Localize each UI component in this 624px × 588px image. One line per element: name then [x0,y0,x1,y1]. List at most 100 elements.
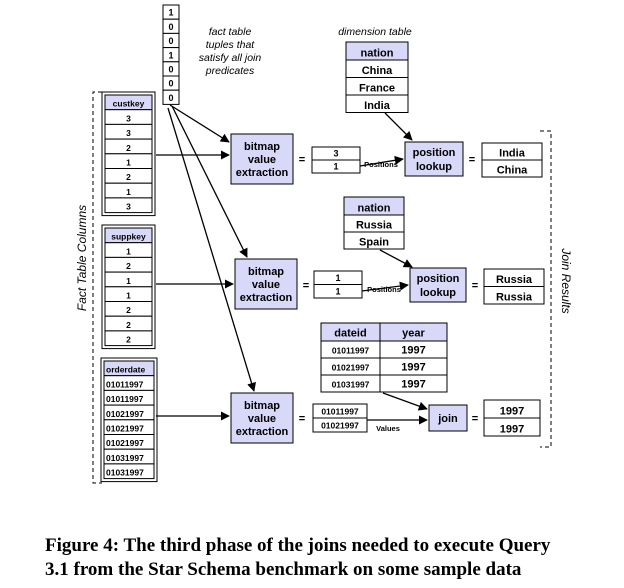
row2-extracted-positions: 11 [313,270,363,299]
extracted-value-value: 01011997 [321,407,359,417]
equals-sign: = [472,413,478,425]
values-edge-label: Values [376,424,400,433]
year-cell [379,374,448,393]
positions-to-lookup-arrow-2 [361,281,409,292]
nation-cell [345,94,409,113]
result-cell [483,417,541,437]
fact-bitmap-value: 0 [168,22,173,32]
fact-tuples-line: tuples that [206,39,256,51]
bve-label: value [248,154,276,166]
fact-tuples-line: satisfy all join [199,52,262,64]
nation-cell [343,231,405,250]
extracted-value-cell [312,417,368,433]
nation-header: nation [361,48,394,60]
bve-box-2: bitmap value extraction [234,258,298,310]
suppkey-cell [104,330,153,347]
suppkey-value: 2 [126,320,131,330]
bve-label: extraction [236,426,289,438]
extracted-position-value: 3 [333,149,338,159]
dimension-table-annotation: dimension table [338,26,412,38]
orderdate-value: 01031997 [106,468,144,478]
bitmap-to-bve2-arrow [171,105,248,258]
lookup-label: lookup [420,287,456,299]
bve-label: extraction [236,167,289,179]
extracted-position-value: 1 [335,273,340,283]
equals-sign: = [303,280,309,292]
orderdate-value: 01021997 [106,424,144,434]
equals-sign: = [472,280,478,292]
orderdate-value: 01011997 [106,379,144,389]
fact-bitmap-value: 0 [168,93,173,103]
fact-columns-label: Fact Table Columns [75,205,89,311]
positions-edge-label: Positions [364,160,398,169]
join-label: join [437,413,458,425]
join-box: join [428,404,468,432]
equals-sign: = [299,154,305,166]
result-cell [481,159,543,178]
equals-sign: = [469,154,475,166]
fact-bitmap-value: 0 [168,65,173,75]
fact-bitmap-value: 0 [168,36,173,46]
suppkey-header: suppkey [111,232,146,242]
bve-label: bitmap [244,141,280,153]
fact-bitmap-cell [162,89,180,105]
fact-columns-bracket [92,91,102,484]
bve-label: value [252,279,280,291]
fact-bitmap-value: 1 [168,8,173,18]
extracted-value-value: 01021997 [321,421,359,431]
fact-tuples-line: predicates [205,65,255,77]
extracted-position-cell [311,159,361,174]
orderdate-header: orderdate [106,365,145,375]
join-results-label: Join Results [559,247,573,313]
dimension-to-lookup-arrow-1 [384,112,413,141]
nation-value: Russia [356,220,393,232]
orderdate-cell [103,463,155,480]
figure-caption-line-1: Figure 4: The third phase of the joins n… [45,535,551,556]
year-header: year [402,328,425,340]
bve-label: bitmap [244,400,280,412]
positions-to-lookup-arrow-1 [359,155,404,167]
figure-caption-line-2: 3.1 from the Star Schema benchmark on so… [45,559,522,580]
equals-sign: = [299,413,305,425]
result-value: India [499,148,526,160]
custkey-header: custkey [113,99,145,109]
suppkey-value: 2 [126,335,131,345]
custkey-value: 2 [126,143,131,153]
custkey-value: 3 [126,113,131,123]
dateid-value: 01011997 [332,346,370,356]
orderdate-value: 01011997 [106,394,144,404]
custkey-cell [104,197,153,214]
suppkey-value: 2 [126,305,131,315]
bitmap-to-bve1-arrow [169,104,230,143]
position-lookup-box-1: position lookup [404,141,464,177]
dateid-value: 01031997 [332,380,370,390]
bve-box-3: bitmap value extraction [230,392,294,444]
result-value: Russia [496,292,533,304]
nation-value: India [364,100,391,112]
suppkey-value: 1 [126,291,131,301]
dimension-to-lookup-arrow-2 [379,249,413,268]
bve-box-1: bitmap value extraction [230,133,294,185]
year-value: 1997 [401,379,425,391]
result-cell [483,286,545,305]
join-results-bracket [540,130,552,448]
bve-label: extraction [240,292,293,304]
lookup-label: position [413,147,456,159]
year-value: 1997 [401,345,425,357]
result-value: Russia [496,274,533,286]
custkey-value: 1 [126,158,131,168]
nation-value: China [362,65,393,77]
bve-label: bitmap [248,266,284,278]
dateid-header: dateid [334,328,366,340]
custkey-value: 2 [126,172,131,182]
row3-extracted-values: 01011997 01021997 [312,403,368,433]
